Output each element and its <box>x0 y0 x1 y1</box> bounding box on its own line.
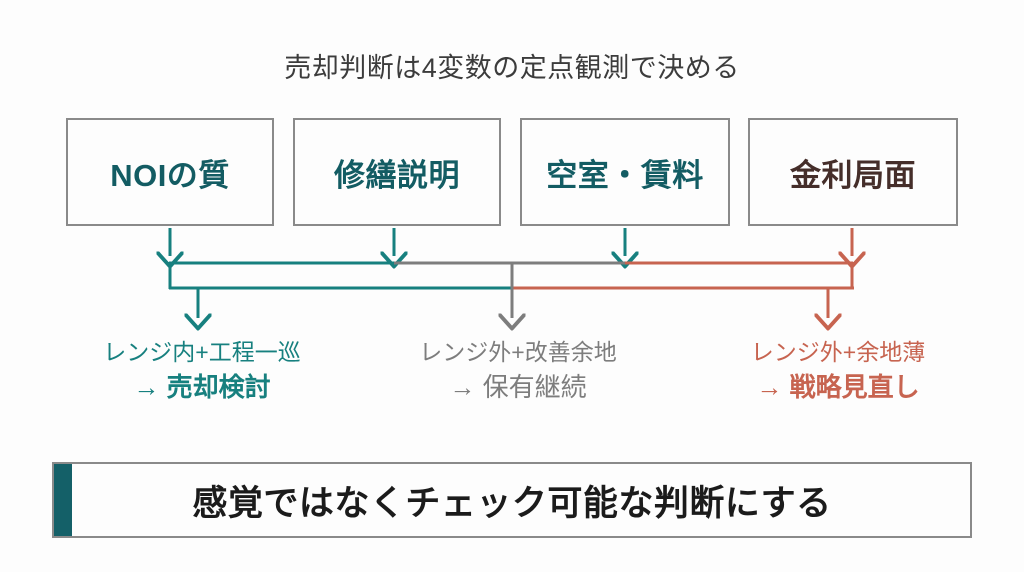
variable-box-repair[interactable]: 修繕説明 <box>293 118 501 226</box>
variable-box-interest-rate[interactable]: 金利局面 <box>748 118 958 226</box>
outcome-revise[interactable]: レンジ外+余地薄 → 戦略見直し <box>688 338 988 405</box>
banner-accent-bar <box>54 464 72 536</box>
outcome-action: → 売却検討 <box>133 372 271 403</box>
outcome-sell[interactable]: レンジ内+工程一巡 → 売却検討 <box>52 338 352 405</box>
variable-box-label: 金利局面 <box>790 157 916 193</box>
variable-box-label: 修繕説明 <box>334 157 460 193</box>
outcome-condition: レンジ内+工程一巡 <box>103 339 301 365</box>
outcome-condition: レンジ外+余地薄 <box>750 339 926 365</box>
outcome-hold[interactable]: レンジ外+改善余地 → 保有継続 <box>368 338 668 405</box>
conclusion-banner: 感覚ではなくチェック可能な判断にする <box>52 462 972 538</box>
outcome-condition: レンジ外+改善余地 <box>419 339 617 365</box>
variable-box-label: 空室・賃料 <box>546 157 704 193</box>
outcome-action: → 保有継続 <box>449 372 587 403</box>
variable-box-vacancy-rent[interactable]: 空室・賃料 <box>520 118 730 226</box>
banner-text: 感覚ではなくチェック可能な判断にする <box>192 483 832 523</box>
outcome-action: → 戦略見直し <box>756 372 920 403</box>
page-title: 売却判断は4変数の定点観測で決める <box>284 53 740 83</box>
variable-box-noi[interactable]: NOIの質 <box>66 118 274 226</box>
variable-box-label: NOIの質 <box>110 157 230 193</box>
